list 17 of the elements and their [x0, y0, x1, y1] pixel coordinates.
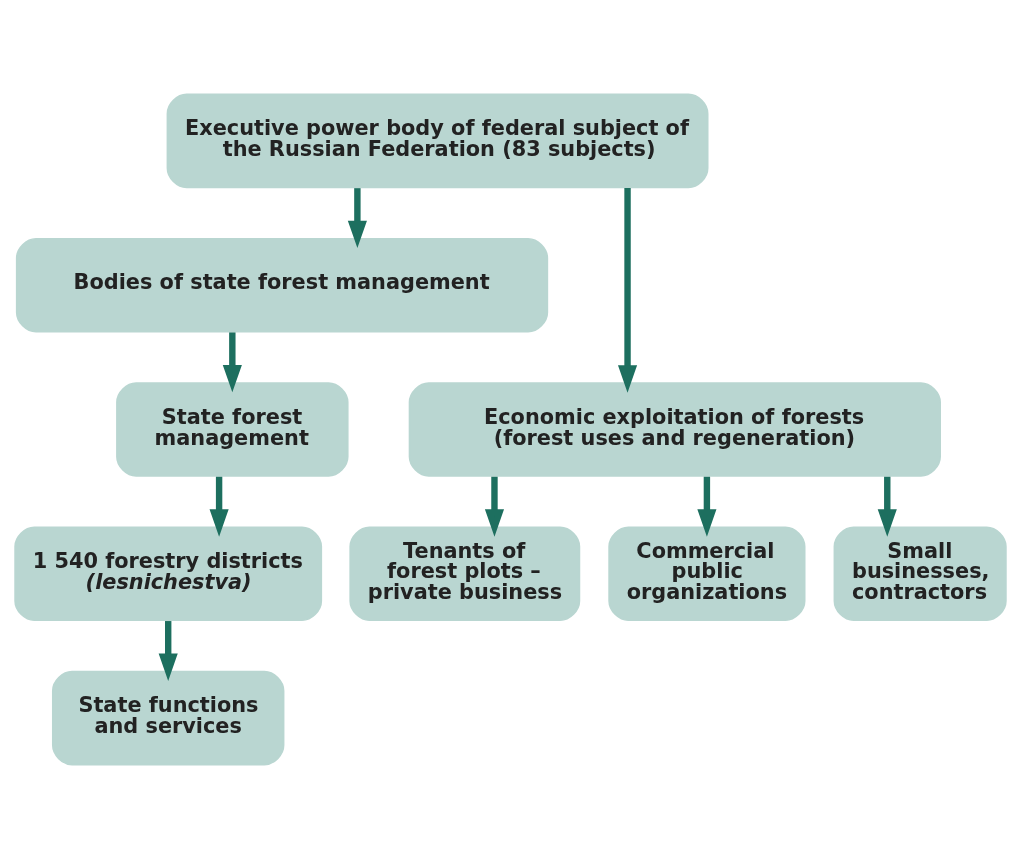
arrow — [347, 188, 367, 249]
node-box: State forest management — [116, 382, 349, 477]
arrow — [222, 332, 242, 393]
node-box: Executive power body of federal subject of the Russian Federation (83 subjects) — [166, 93, 709, 189]
arrow — [877, 476, 897, 537]
node-box: Small businesses, contractors — [833, 526, 1007, 622]
node-box: 1 540 forestry districts (lesnichestva) — [14, 526, 323, 622]
arrow — [209, 476, 229, 537]
node-box: Bodies of state forest management — [15, 237, 549, 333]
node-box: Tenants of forest plots – private business — [349, 526, 581, 622]
node-box: State functions and services — [51, 670, 285, 766]
arrow — [484, 476, 505, 537]
node-box: Economic exploitation of forests (forest uses and regeneration) — [408, 382, 941, 477]
node-box: Commercial public organizations — [608, 526, 806, 622]
arrow — [697, 476, 717, 537]
arrow — [617, 187, 638, 393]
arrow — [158, 621, 178, 681]
